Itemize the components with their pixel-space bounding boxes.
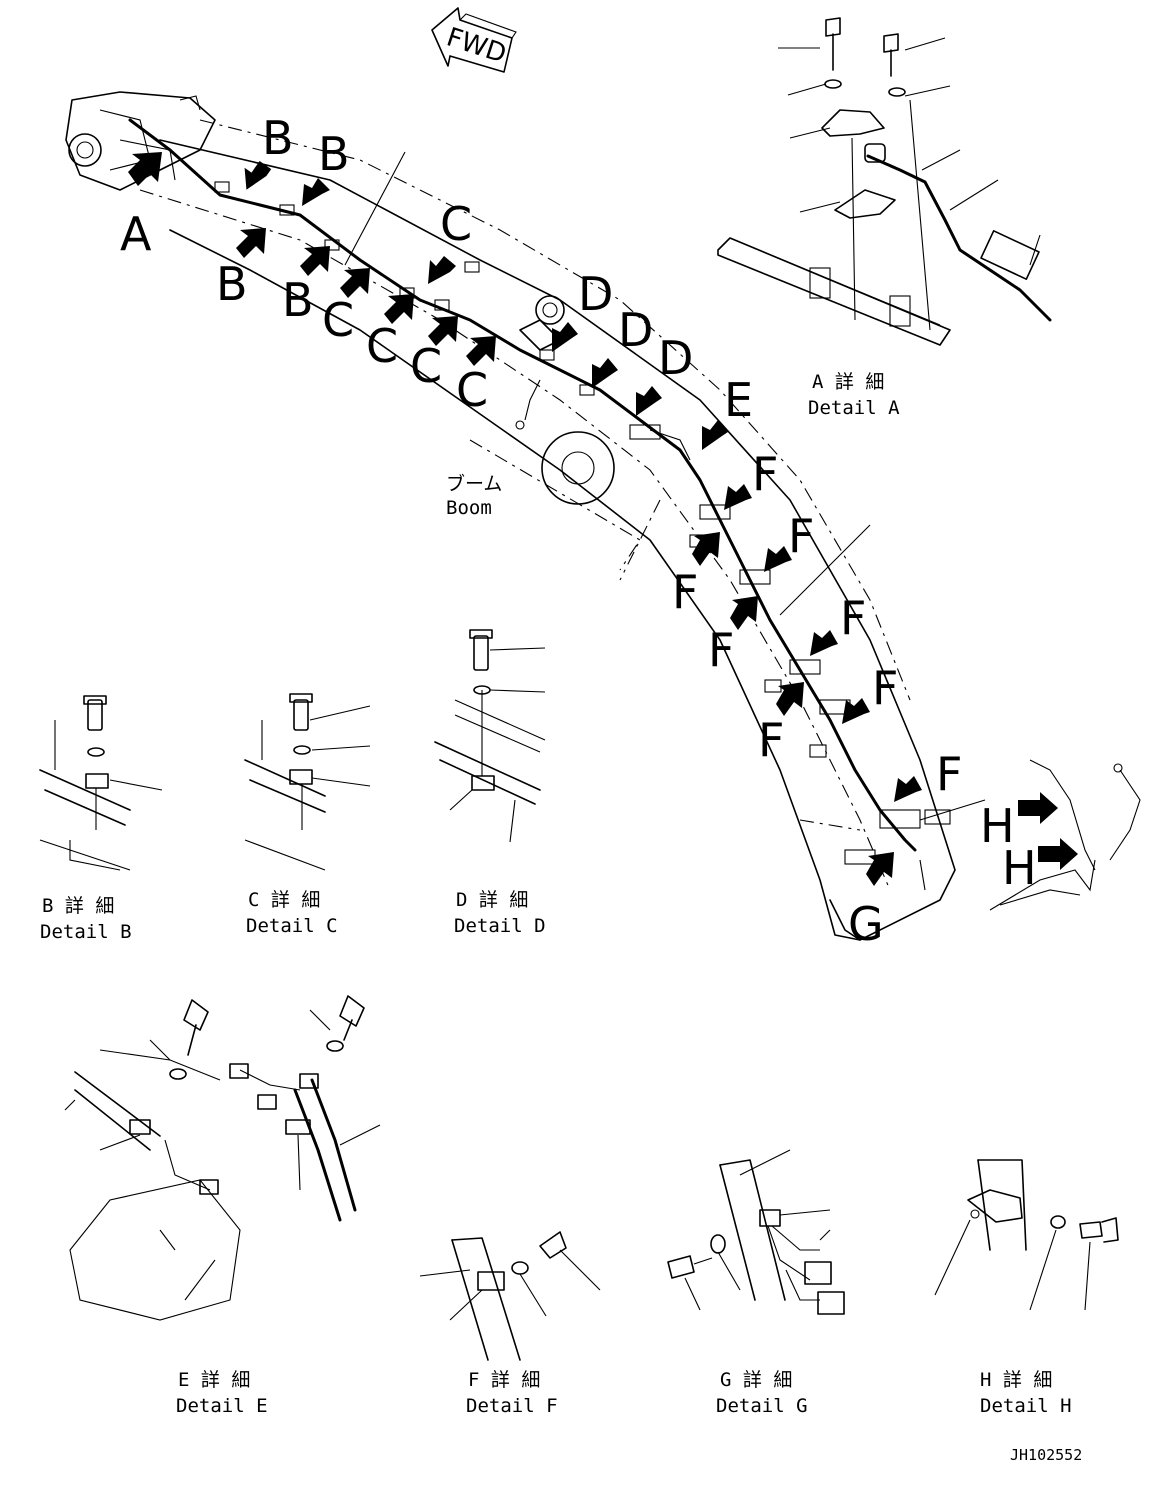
- arrow-icon: [300, 246, 330, 276]
- callout-d: D: [618, 303, 653, 357]
- detail-g-drawing: [667, 1149, 845, 1315]
- detail-c-title-jp: C 詳 細: [248, 889, 320, 911]
- callout-c: C: [440, 197, 472, 251]
- detail-h-title-en: Detail H: [980, 1395, 1072, 1417]
- detail-e-title-en: Detail E: [176, 1395, 268, 1417]
- callout-f: F: [672, 565, 698, 619]
- arrow-icon: [340, 268, 370, 298]
- arrow-icon: [692, 532, 720, 566]
- callout-letters: A B B B B C C C C C D D D E F F F F F F …: [120, 111, 1037, 951]
- callout-b: B: [262, 111, 294, 165]
- arrow-icon: [764, 546, 792, 572]
- arrow-icon: [302, 178, 330, 206]
- detail-g-title-jp: G 詳 細: [720, 1369, 792, 1391]
- detail-d-title-jp: D 詳 細: [456, 889, 528, 911]
- callout-c: C: [456, 363, 488, 417]
- callout-d: D: [658, 331, 693, 385]
- detail-a-title-en: Detail A: [808, 397, 900, 419]
- detail-c-drawing: [244, 693, 371, 871]
- arrow-icon: [466, 336, 496, 366]
- main-harness: [128, 118, 986, 865]
- arrow-icon: [128, 152, 162, 186]
- fwd-label: FWD: [443, 22, 510, 69]
- callout-c: C: [410, 339, 442, 393]
- arrow-icon: [730, 596, 758, 630]
- detail-d-title-en: Detail D: [454, 915, 546, 937]
- callout-b: B: [318, 127, 350, 181]
- callout-h: H: [980, 799, 1015, 853]
- detail-f-title-en: Detail F: [466, 1395, 558, 1417]
- boom-label-en: Boom: [446, 497, 492, 519]
- callout-h: H: [1002, 841, 1037, 895]
- callout-e: E: [724, 373, 753, 427]
- detail-g-title-en: Detail G: [716, 1395, 808, 1417]
- fwd-arrow-icon: FWD: [431, 7, 517, 73]
- arrow-icon: [1038, 838, 1078, 870]
- boom-outline: [65, 91, 956, 941]
- arrow-icon: [894, 776, 922, 802]
- arrow-icon: [592, 358, 618, 388]
- detail-b-title-jp: B 詳 細: [42, 895, 114, 917]
- detail-a-title-jp: A 詳 細: [812, 371, 884, 393]
- callout-b: B: [216, 257, 248, 311]
- callout-f: F: [936, 747, 962, 801]
- callout-c: C: [366, 319, 398, 373]
- callout-d: D: [578, 267, 613, 321]
- detail-h-title-jp: H 詳 細: [980, 1369, 1052, 1391]
- arrow-icon: [636, 386, 662, 416]
- callout-f: F: [758, 713, 784, 767]
- detail-e-title-jp: E 詳 細: [178, 1369, 250, 1391]
- arrow-icon: [384, 294, 414, 324]
- callout-c: C: [322, 293, 354, 347]
- detail-h-drawing: [934, 1159, 1119, 1311]
- callout-g: G: [848, 897, 884, 951]
- arrow-icon: [244, 160, 272, 190]
- callout-f: F: [788, 509, 814, 563]
- detail-c-title-en: Detail C: [246, 915, 338, 937]
- detail-a-drawing: [717, 17, 1052, 346]
- h-branch: [989, 759, 1141, 911]
- arrow-icon: [810, 630, 838, 656]
- arrow-icon: [428, 316, 458, 346]
- callout-a: A: [120, 207, 152, 261]
- callout-f: F: [752, 447, 778, 501]
- detail-b-title-en: Detail B: [40, 921, 132, 943]
- callout-arrows: [128, 152, 1078, 886]
- arrow-icon: [236, 228, 266, 258]
- detail-e-drawing: [64, 995, 381, 1321]
- arrow-icon: [842, 698, 870, 724]
- callout-f: F: [840, 591, 866, 645]
- arrow-icon: [724, 484, 752, 510]
- detail-f-title-jp: F 詳 細: [468, 1369, 540, 1391]
- arrow-icon: [1018, 792, 1058, 824]
- boom-label-jp: ブーム: [446, 472, 502, 495]
- arrow-icon: [702, 420, 728, 450]
- arrow-icon: [428, 256, 456, 284]
- callout-f: F: [708, 623, 734, 677]
- callout-b: B: [282, 273, 314, 327]
- detail-f-drawing: [419, 1231, 601, 1361]
- arrow-icon: [776, 682, 804, 716]
- arrow-icon: [866, 852, 894, 886]
- drawing-number: JH102552: [1010, 1446, 1082, 1464]
- detail-d-drawing: [434, 629, 546, 843]
- arrow-icon: [552, 322, 578, 352]
- detail-b-drawing: [39, 695, 163, 871]
- callout-f: F: [872, 661, 898, 715]
